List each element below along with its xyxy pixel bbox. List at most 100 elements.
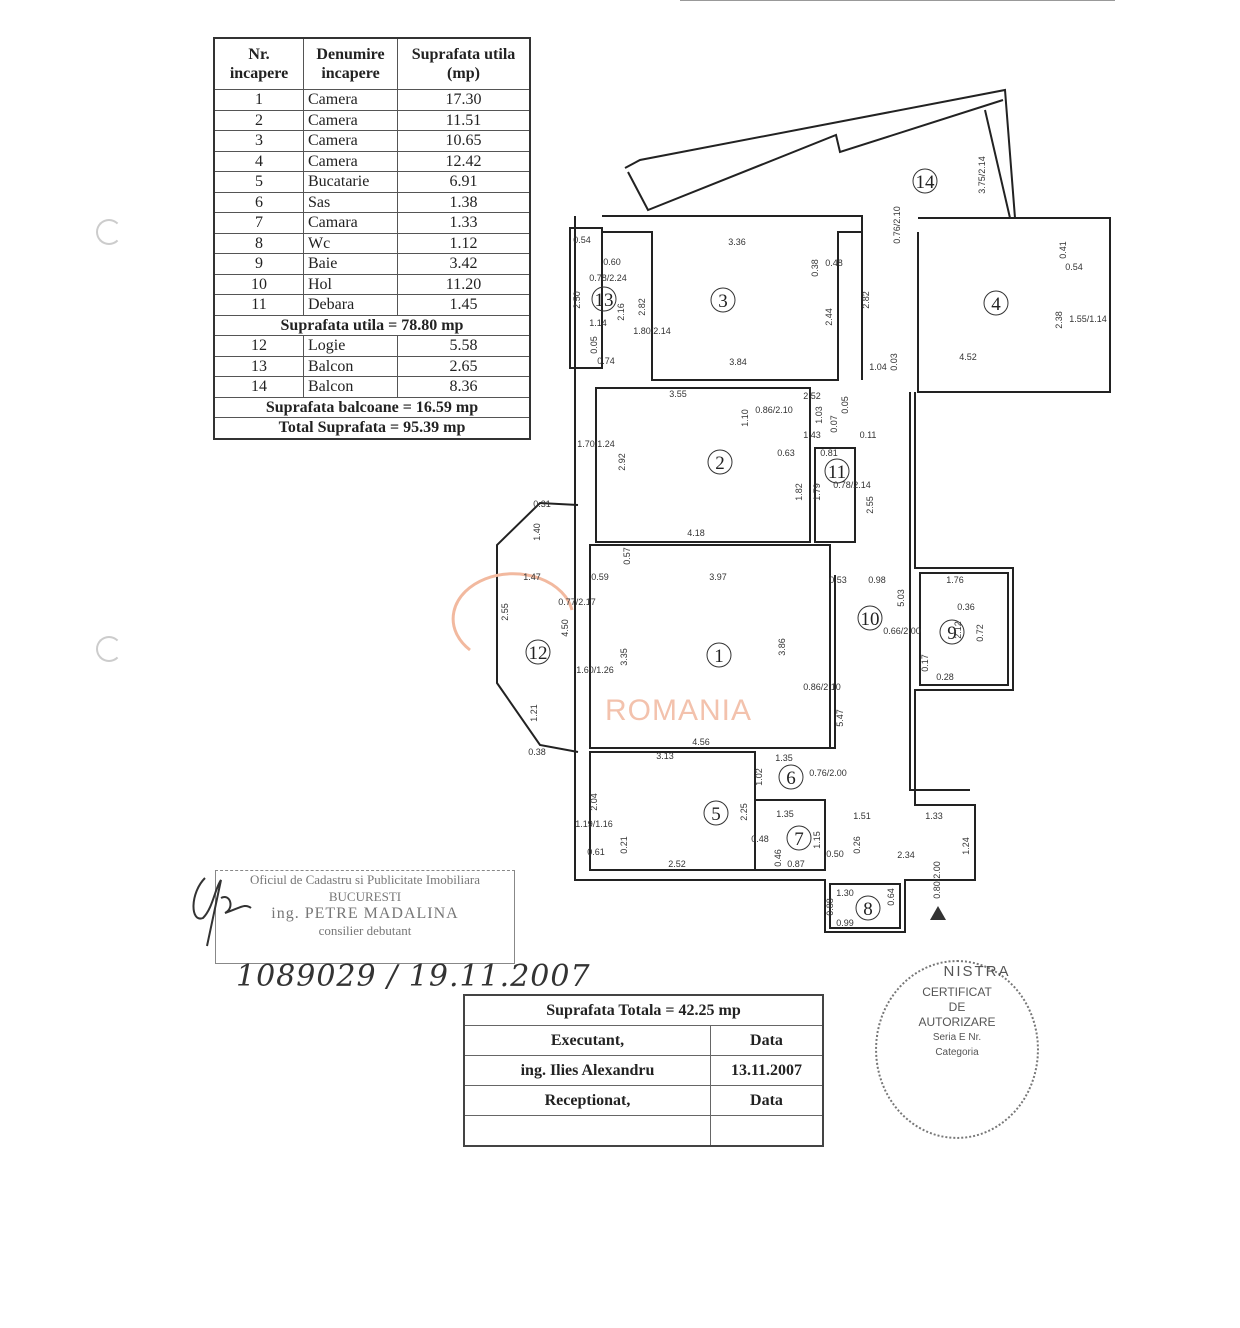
dimension-label: 1.30 — [836, 888, 854, 898]
receptionat-empty — [463, 1115, 711, 1147]
dimension-label: 0.07 — [829, 415, 839, 433]
room-1-walls — [589, 544, 831, 749]
dimension-label: 1.60/1.26 — [576, 665, 614, 675]
room-name: Bucatarie — [303, 171, 398, 193]
room-number-circle — [525, 639, 551, 665]
room-8-walls — [829, 883, 901, 929]
receptionat-label: Receptionat, — [463, 1085, 711, 1116]
room-number: 10 — [861, 609, 880, 630]
room-number-marker: 8 — [855, 895, 881, 921]
balcony-13-outline — [569, 227, 603, 369]
dimension-label: 1.02 — [754, 768, 764, 786]
dimension-label: 0.87 — [787, 859, 805, 869]
room-number: 9 — [947, 623, 957, 644]
dimension-label: 0.86/2.10 — [803, 682, 841, 692]
dimension-label: 4.52 — [959, 352, 977, 362]
scan-edge-line — [680, 0, 1115, 1]
room-number: 3 — [718, 291, 728, 312]
punch-hole — [96, 219, 122, 245]
room-name: Logie — [303, 335, 398, 357]
room-name: Camera — [303, 109, 398, 131]
dimension-label: 0.77/2.17 — [558, 597, 596, 607]
room-number-circle — [703, 800, 729, 826]
dimension-label: 2.50 — [572, 291, 582, 309]
dimension-label: 3.35 — [619, 648, 629, 666]
dimension-label: 0.54 — [573, 235, 591, 245]
dimension-label: 1.79 — [812, 483, 822, 501]
room-number: 5 — [711, 804, 721, 825]
dimension-label: 0.57 — [622, 547, 632, 565]
dimension-label: 0.31 — [533, 499, 551, 509]
dimension-label: 2.52 — [803, 391, 821, 401]
stamp-text: Seria E Nr. — [932, 1032, 982, 1043]
dimension-label: 0.21 — [619, 836, 629, 854]
dimension-label: 0.66/2.00 — [883, 626, 921, 636]
room-number: 4 — [991, 294, 1001, 315]
dimension-label: 2.34 — [897, 850, 915, 860]
dimension-label: 0.48 — [751, 834, 769, 844]
room-4-walls — [917, 217, 1111, 393]
room-number-circle — [857, 605, 883, 631]
dimension-label: 0.63 — [777, 448, 795, 458]
receptionat-date-empty — [710, 1115, 824, 1147]
room-number-marker: 2 — [707, 449, 733, 475]
dimension-label: 2.92 — [617, 453, 627, 471]
dimension-label: 3.84 — [729, 357, 747, 367]
room-number-circle — [786, 825, 812, 851]
receptionat-data-label: Data — [710, 1085, 824, 1116]
dimension-label: 0.48 — [825, 258, 843, 268]
room-number-circle — [707, 449, 733, 475]
dimension-label: 1.51 — [853, 811, 871, 821]
dimension-label: 3.75/2.14 — [977, 156, 987, 194]
room-number-marker: 9 — [939, 619, 965, 645]
dimension-label: 0.54 — [1065, 262, 1083, 272]
dimension-label: 2.82 — [861, 291, 871, 309]
dimension-label: 1.21 — [529, 704, 539, 722]
dimension-label: 2.12 — [953, 621, 963, 639]
dimension-label: 2.25 — [739, 803, 749, 821]
room-number-marker: 3 — [710, 287, 736, 313]
executant-date: 13.11.2007 — [710, 1055, 824, 1086]
stamp-text: CERTIFICAT — [922, 985, 992, 999]
handwritten-signature — [192, 877, 252, 947]
cadastre-line: consilier debutant — [318, 923, 412, 938]
dimension-label: 1.82 — [794, 483, 804, 501]
stamp-text: AUTORIZARE — [918, 1015, 996, 1029]
entrance-triangle-icon — [930, 906, 946, 920]
dimension-label: 2.38 — [1054, 311, 1064, 329]
room-name: Camara — [303, 212, 398, 234]
executant-name: ing. Ilies Alexandru — [463, 1055, 711, 1086]
dimension-label: 3.13 — [656, 751, 674, 761]
dimension-label: 0.50 — [826, 849, 844, 859]
room-nr: 10 — [213, 273, 304, 295]
room-area: 1.33 — [397, 212, 531, 234]
dimension-label: 2.52 — [668, 859, 686, 869]
dimension-label: 1.47 — [523, 572, 541, 582]
dimension-label: 3.86 — [777, 638, 787, 656]
dimension-label: 1.35 — [776, 809, 794, 819]
room-number: 7 — [794, 829, 804, 850]
room-number: 12 — [529, 643, 548, 664]
total-area: Suprafata Totala = 42.25 mp — [463, 994, 824, 1026]
table-header-row: Nr. incapere Denumire incapere Suprafata… — [213, 37, 531, 90]
room-number: 6 — [786, 768, 796, 789]
dimension-label: 1.40 — [532, 523, 542, 541]
loggia-12-outline — [496, 501, 579, 753]
room-area: 10.65 — [397, 130, 531, 152]
hall-10-wall — [830, 575, 836, 749]
dimension-label: 0.38 — [528, 747, 546, 757]
stamp-text: NISTRA — [943, 963, 1011, 980]
useful-total: Suprafata utila = 78.80 mp — [213, 314, 531, 336]
dimension-label: 0.03 — [889, 353, 899, 371]
room-number-marker: 14 — [912, 168, 938, 194]
room-number: 11 — [828, 462, 846, 483]
dimension-label: 1.19/1.16 — [575, 819, 613, 829]
dimension-label: 1.35 — [775, 753, 793, 763]
